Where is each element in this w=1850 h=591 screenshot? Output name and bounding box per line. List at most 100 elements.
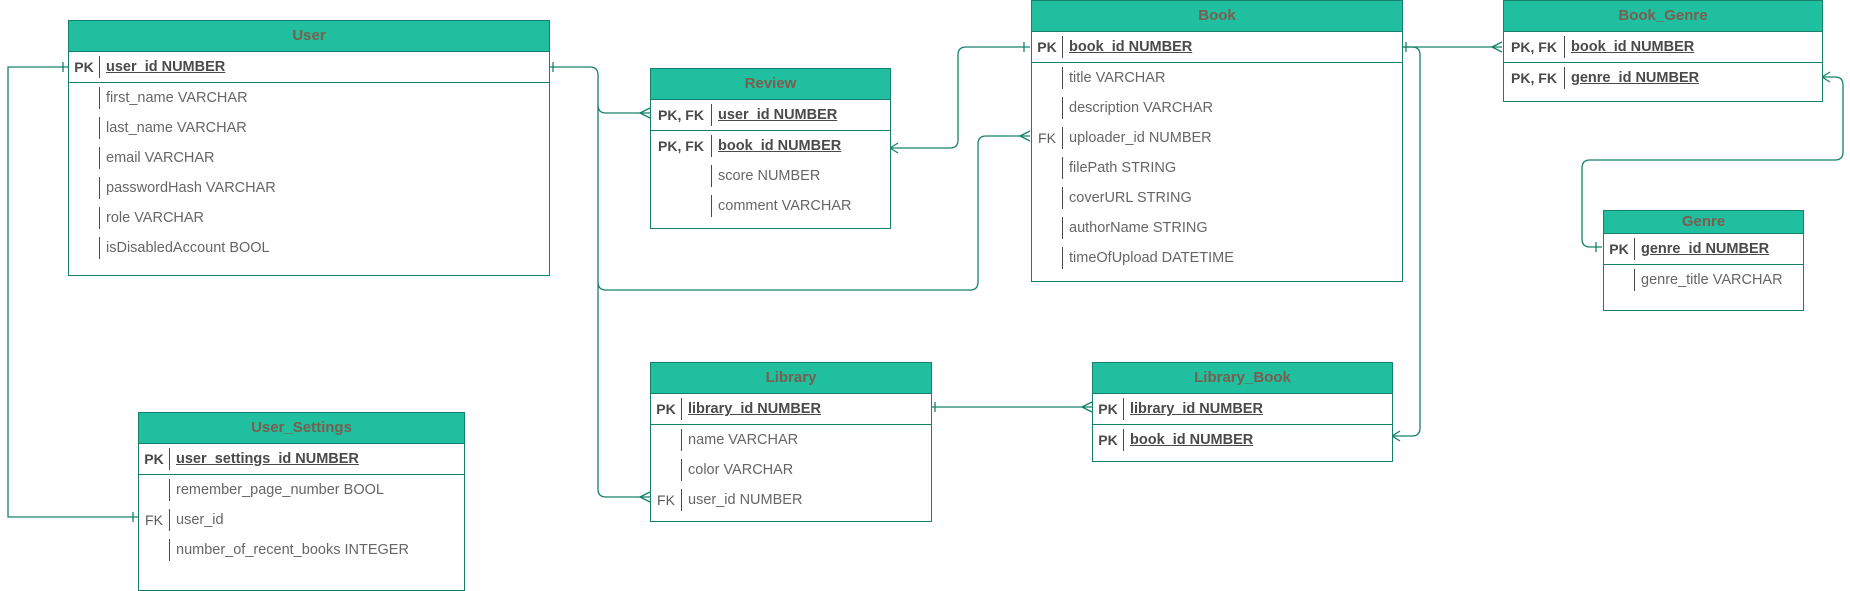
key-label (1604, 265, 1634, 295)
field-row: score NUMBER (651, 161, 890, 191)
key-label (69, 143, 99, 173)
field-text: first_name VARCHAR (106, 90, 248, 106)
key-label (69, 83, 99, 113)
key-label (1032, 183, 1062, 213)
field-row: PK book_id NUMBER (1093, 425, 1392, 455)
field-row: color VARCHAR (651, 455, 931, 485)
key-label (1032, 93, 1062, 123)
key-label (651, 455, 681, 485)
key-label: PK (144, 451, 164, 467)
field-text: genre_id NUMBER (1641, 241, 1770, 257)
field-row: isDisabledAccount BOOL (69, 233, 549, 263)
entity-genre-title: Genre (1604, 211, 1803, 234)
key-label: PK, FK (1511, 70, 1557, 86)
field-text: filePath STRING (1069, 160, 1177, 176)
field-text: user_id NUMBER (688, 492, 803, 508)
field-text: role VARCHAR (106, 210, 205, 226)
field-row: email VARCHAR (69, 143, 549, 173)
key-label (69, 113, 99, 143)
field-text: score NUMBER (718, 168, 821, 184)
link-review-book (890, 46, 1030, 149)
field-text: passwordHash VARCHAR (106, 180, 276, 196)
field-row: PK genre_id NUMBER (1604, 234, 1803, 265)
key-label: PK, FK (658, 107, 704, 123)
link-user-user-settings (7, 66, 138, 518)
field-row: timeOfUpload DATETIME (1032, 243, 1402, 273)
key-label (69, 233, 99, 263)
field-row: PK user_id NUMBER (69, 52, 549, 83)
field-text: user_id NUMBER (106, 59, 226, 75)
entity-library-title: Library (651, 363, 931, 394)
field-text: library_id NUMBER (688, 401, 821, 417)
key-label (1032, 213, 1062, 243)
link-user-book-uploader (597, 105, 1030, 291)
link-user-review (549, 66, 650, 114)
field-text: remember_page_number BOOL (176, 482, 384, 498)
field-row: role VARCHAR (69, 203, 549, 233)
key-label: FK (1038, 130, 1056, 146)
field-row: genre_title VARCHAR (1604, 265, 1803, 295)
key-label (651, 425, 681, 455)
key-label: PK (1098, 432, 1118, 448)
key-label (1032, 63, 1062, 93)
key-label: PK (74, 59, 94, 75)
link-book-library-book (1392, 46, 1421, 437)
field-row: number_of_recent_books INTEGER (139, 535, 464, 565)
entity-book-genre-title: Book_Genre (1504, 1, 1822, 32)
field-text: timeOfUpload DATETIME (1069, 250, 1234, 266)
field-text: comment VARCHAR (718, 198, 852, 214)
key-label (139, 535, 169, 565)
key-label: PK, FK (1511, 39, 1557, 55)
key-label (651, 191, 711, 221)
entity-library-book-title: Library_Book (1093, 363, 1392, 394)
field-text: authorName STRING (1069, 220, 1208, 236)
key-label: PK (1609, 241, 1629, 257)
key-label: PK (1037, 39, 1057, 55)
field-text: coverURL STRING (1069, 190, 1192, 206)
field-row: name VARCHAR (651, 425, 931, 455)
field-row: description VARCHAR (1032, 93, 1402, 123)
link-user-library (597, 282, 650, 498)
field-text: user_id (176, 512, 224, 528)
key-label: PK, FK (658, 138, 704, 154)
key-label (1032, 243, 1062, 273)
field-row: filePath STRING (1032, 153, 1402, 183)
field-text: last_name VARCHAR (106, 120, 247, 136)
key-label: PK (1098, 401, 1118, 417)
field-row: PK, FK book_id NUMBER (1504, 32, 1822, 63)
field-row: remember_page_number BOOL (139, 475, 464, 505)
field-text: number_of_recent_books INTEGER (176, 542, 409, 558)
key-label (651, 161, 711, 191)
entity-genre[interactable]: Genre PK genre_id NUMBER genre_title VARC… (1603, 210, 1804, 311)
field-text: book_id NUMBER (1130, 432, 1254, 448)
field-text: book_id NUMBER (1571, 39, 1695, 55)
field-text: genre_title VARCHAR (1641, 272, 1783, 288)
link-book-genre-genre (1581, 76, 1844, 248)
field-text: description VARCHAR (1069, 100, 1213, 116)
field-row: last_name VARCHAR (69, 113, 549, 143)
field-row: title VARCHAR (1032, 63, 1402, 93)
field-text: email VARCHAR (106, 150, 215, 166)
entity-user-settings-title: User_Settings (139, 413, 464, 444)
entity-user-title: User (69, 21, 549, 52)
key-label (139, 475, 169, 505)
field-text: isDisabledAccount BOOL (106, 240, 270, 256)
entity-user[interactable]: User PK user_id NUMBER first_name VARCHAR… (68, 20, 550, 276)
